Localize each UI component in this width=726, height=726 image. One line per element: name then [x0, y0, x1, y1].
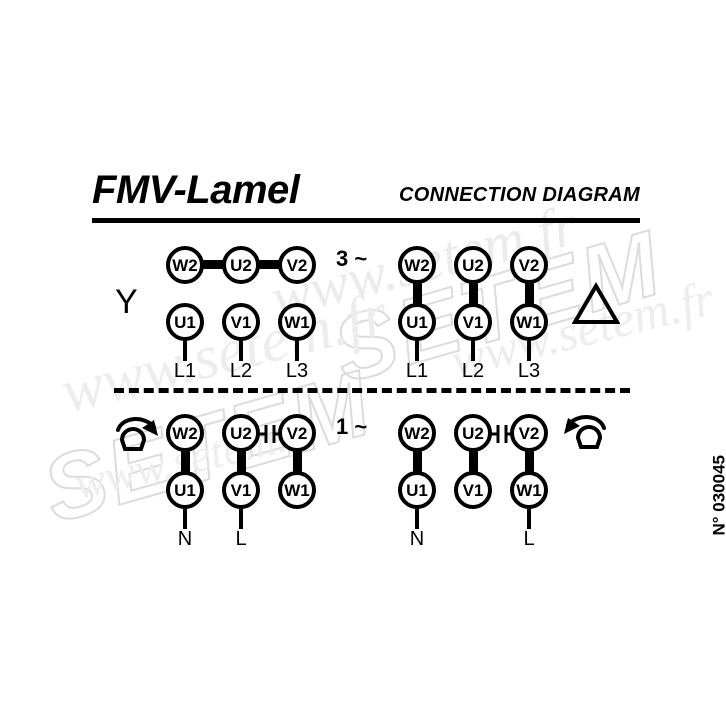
link-bar-u2-v1 — [469, 278, 478, 308]
rotation-clockwise-icon — [116, 417, 158, 451]
terminal-w1[interactable]: W1 — [510, 303, 548, 341]
terminal-v1[interactable]: V1 — [454, 303, 492, 341]
lead-stub-l — [239, 507, 243, 529]
lead-stub-l2 — [239, 339, 243, 361]
star-configuration-symbol: Y — [115, 283, 138, 321]
page-title: FMV-Lamel — [92, 168, 300, 212]
lead-label-n: N — [177, 528, 193, 550]
lead-label-n: N — [409, 528, 425, 550]
terminal-w1[interactable]: W1 — [278, 303, 316, 341]
terminal-w2[interactable]: W2 — [166, 414, 204, 452]
terminal-v2[interactable]: V2 — [510, 414, 548, 452]
phase-label-single-phase: 1 ~ — [336, 414, 368, 439]
terminal-u2[interactable]: U2 — [222, 246, 260, 284]
page-subtitle: CONNECTION DIAGRAM — [399, 184, 640, 206]
terminal-u2[interactable]: U2 — [222, 414, 260, 452]
link-bar-w2-u1 — [413, 278, 422, 308]
terminal-u1[interactable]: U1 — [398, 471, 436, 509]
terminal-v1[interactable]: V1 — [454, 471, 492, 509]
section-divider — [114, 388, 630, 393]
terminal-w1[interactable]: W1 — [278, 471, 316, 509]
terminal-u1[interactable]: U1 — [166, 471, 204, 509]
lead-label-l: L — [235, 528, 247, 550]
link-bar-w2-u1 — [413, 446, 422, 476]
lead-stub-n — [183, 507, 187, 529]
terminal-w2[interactable]: W2 — [398, 414, 436, 452]
terminal-v2[interactable]: V2 — [278, 414, 316, 452]
lead-label-l1: L1 — [173, 360, 197, 382]
link-bar-v2-w1 — [293, 446, 302, 476]
header: FMV-Lamel CONNECTION DIAGRAM — [92, 168, 640, 224]
terminal-v1[interactable]: V1 — [222, 303, 260, 341]
lead-stub-l1 — [415, 339, 419, 361]
link-bar-w2-u1 — [181, 446, 190, 476]
terminal-w2[interactable]: W2 — [166, 246, 204, 284]
terminal-v1[interactable]: V1 — [222, 471, 260, 509]
lead-stub-l3 — [295, 339, 299, 361]
lead-label-l2: L2 — [229, 360, 253, 382]
lead-label-l1: L1 — [405, 360, 429, 382]
phase-label-three-phase: 3 ~ — [336, 246, 368, 271]
terminal-u1[interactable]: U1 — [398, 303, 436, 341]
lead-stub-l1 — [183, 339, 187, 361]
terminal-w2[interactable]: W2 — [398, 246, 436, 284]
lead-stub-l — [527, 507, 531, 529]
watermark-brand-left: SETEM — [31, 351, 385, 544]
lead-stub-l2 — [471, 339, 475, 361]
link-bar-u2-v1 — [469, 446, 478, 476]
lead-label-l2: L2 — [461, 360, 485, 382]
link-bar-v2-w1 — [525, 446, 534, 476]
lead-label-l: L — [523, 528, 535, 550]
terminal-u2[interactable]: U2 — [454, 246, 492, 284]
link-bar-u2-v1 — [237, 446, 246, 476]
watermark-brand-center: SETEM — [321, 211, 675, 404]
watermark-url-top: www.setem.fr — [54, 279, 395, 427]
rotation-counter-clockwise-icon — [564, 415, 606, 449]
reference-number: N° 030045 — [710, 455, 726, 536]
lead-label-l3: L3 — [285, 360, 309, 382]
terminal-v2[interactable]: V2 — [510, 246, 548, 284]
header-divider — [92, 218, 640, 223]
terminal-w1[interactable]: W1 — [510, 471, 548, 509]
bridge-bar-w2-u2 — [196, 260, 230, 269]
terminal-u1[interactable]: U1 — [166, 303, 204, 341]
terminal-u2[interactable]: U2 — [454, 414, 492, 452]
terminal-v2[interactable]: V2 — [278, 246, 316, 284]
lead-label-l3: L3 — [517, 360, 541, 382]
link-bar-v2-w1 — [525, 278, 534, 308]
lead-stub-l3 — [527, 339, 531, 361]
bridge-bar-u2-v2 — [252, 260, 286, 269]
lead-stub-n — [415, 507, 419, 529]
delta-configuration-icon — [572, 282, 620, 324]
